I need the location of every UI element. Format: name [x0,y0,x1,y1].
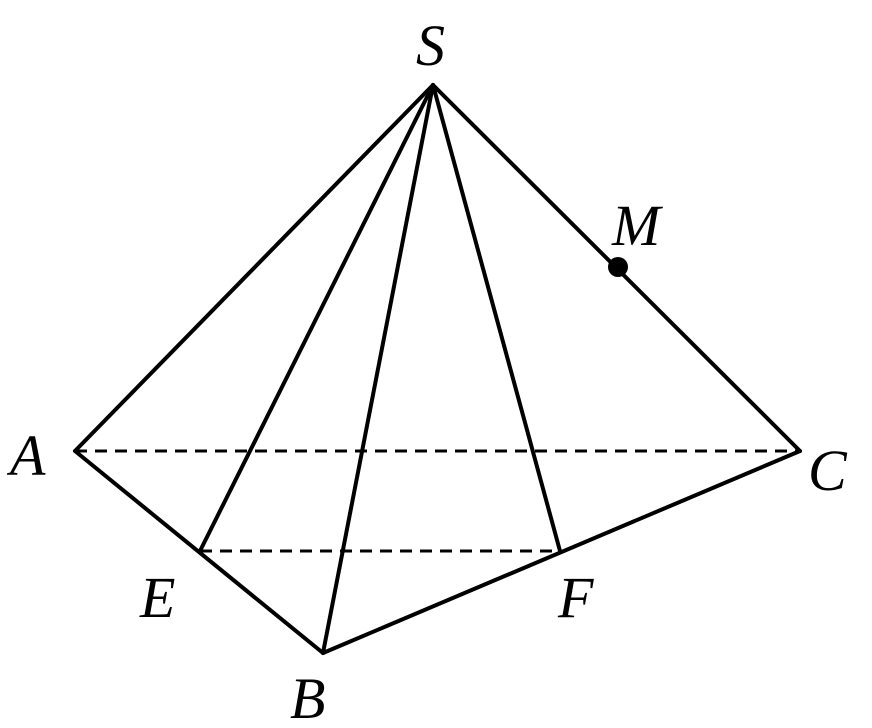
edge-AB [73,449,325,655]
edge-SA [73,83,435,453]
point-M-dot [608,257,628,277]
edge-SB [321,83,435,655]
edge-SE [198,83,435,553]
edge-BC [321,449,802,655]
label-E: E [139,565,175,630]
edge-SF [431,83,562,553]
label-B: B [290,666,325,728]
label-A: A [6,423,46,488]
label-S: S [416,13,445,78]
label-C: C [808,438,848,503]
label-F: F [557,565,594,630]
label-M: M [611,193,663,258]
